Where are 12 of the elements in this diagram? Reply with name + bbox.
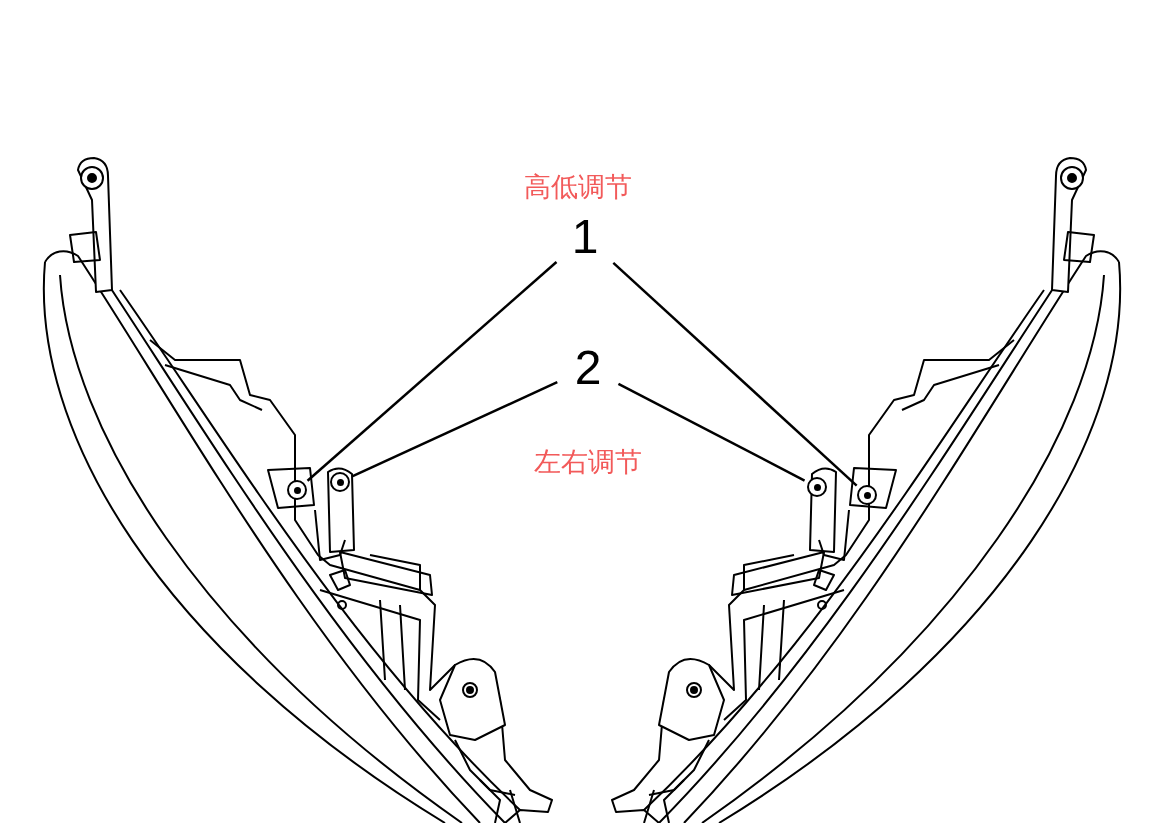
callout-number: 1: [567, 212, 603, 262]
adjuster-screw: [807, 477, 827, 497]
leader-line: [306, 261, 558, 482]
adjustment-note: 左右调节: [534, 447, 642, 477]
leader-line: [617, 382, 806, 482]
adjuster-screw: [287, 480, 307, 500]
adjuster-screw: [330, 472, 350, 492]
leader-line: [612, 262, 858, 487]
callout-number: 2: [570, 343, 606, 393]
adjustment-note: 高低调节: [524, 172, 632, 202]
leader-line: [352, 381, 558, 478]
adjuster-screw: [857, 485, 877, 505]
